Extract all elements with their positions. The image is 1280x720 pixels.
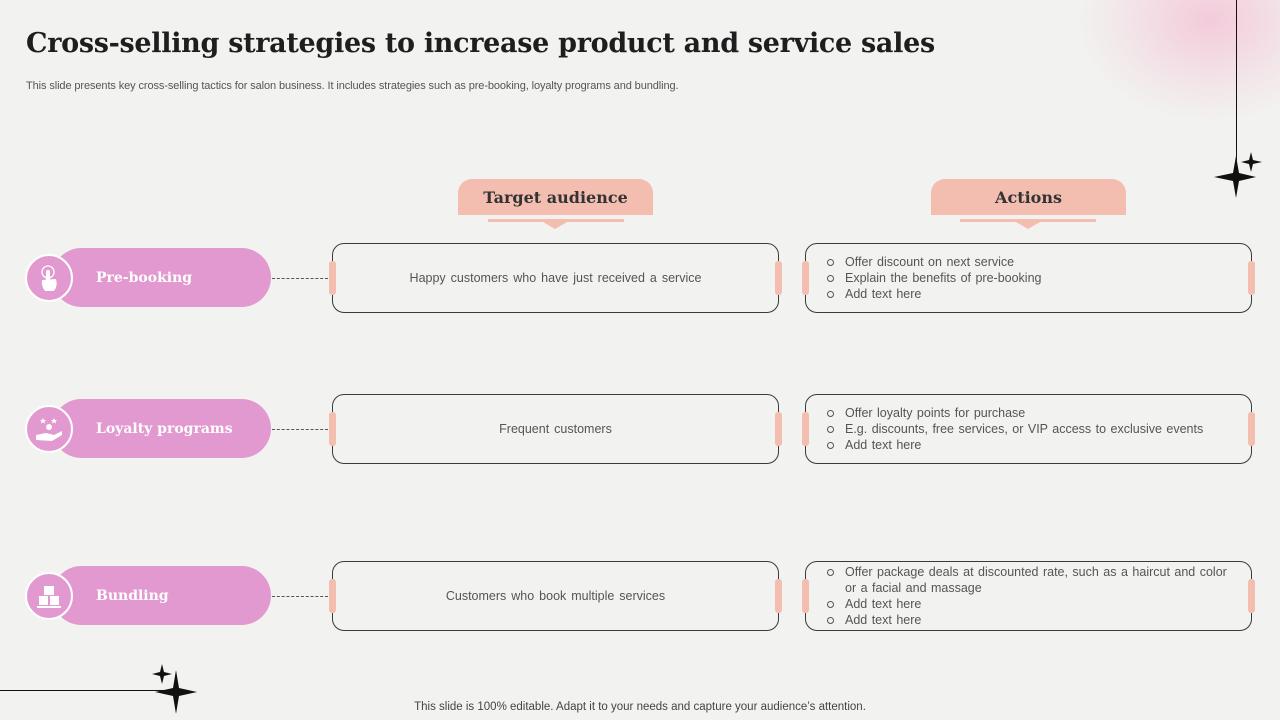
action-item: Add text here (826, 596, 1231, 612)
sparkle-icon (152, 664, 197, 714)
action-item: Add text here (826, 437, 1231, 453)
strategy-label: Pre-booking (96, 269, 193, 286)
actions-list: Offer loyalty points for purchase E.g. d… (826, 405, 1231, 453)
action-item: Add text here (826, 612, 1231, 628)
actions-box: Offer loyalty points for purchase E.g. d… (802, 394, 1255, 464)
strategy-pill-loyalty-programs: Loyalty programs (52, 399, 271, 458)
actions-list: Offer package deals at discounted rate, … (826, 564, 1231, 628)
footer-note: This slide is 100% editable. Adapt it to… (414, 701, 866, 713)
audience-box: Happy customers who have just received a… (329, 243, 782, 313)
audience-box: Customers who book multiple services (329, 561, 782, 631)
decor-vertical-line (1236, 0, 1237, 178)
column-header-audience: Target audience (458, 179, 653, 215)
audience-text: Customers who book multiple services (445, 589, 666, 603)
column-header-actions: Actions (931, 179, 1126, 215)
column-pointer (543, 222, 567, 229)
sparkle-icon (1214, 152, 1262, 198)
column-underline (488, 219, 624, 222)
action-item: Offer discount on next service (826, 254, 1231, 270)
action-item: Add text here (826, 286, 1231, 302)
page-subtitle: This slide presents key cross-selling ta… (26, 80, 679, 92)
audience-text: Frequent customers (499, 422, 612, 436)
strategy-pill-pre-booking: Pre-booking (52, 248, 271, 307)
connector-line (272, 278, 328, 279)
package-icon (25, 572, 73, 620)
column-pointer (1016, 222, 1040, 229)
action-item: E.g. discounts, free services, or VIP ac… (826, 421, 1231, 437)
page-title: Cross-selling strategies to increase pro… (26, 28, 935, 59)
audience-box: Frequent customers (329, 394, 782, 464)
hand-pointer-icon (25, 254, 73, 302)
decor-horizontal-line (0, 690, 170, 691)
action-item: Explain the benefits of pre-booking (826, 270, 1231, 286)
strategy-label: Bundling (96, 587, 169, 604)
actions-box: Offer package deals at discounted rate, … (802, 561, 1255, 631)
action-item: Offer package deals at discounted rate, … (826, 564, 1231, 596)
actions-list: Offer discount on next service Explain t… (826, 254, 1231, 302)
audience-text: Happy customers who have just received a… (409, 271, 702, 285)
hand-star-icon (25, 405, 73, 453)
strategy-pill-bundling: Bundling (52, 566, 271, 625)
action-item: Offer loyalty points for purchase (826, 405, 1231, 421)
actions-box: Offer discount on next service Explain t… (802, 243, 1255, 313)
column-underline (960, 219, 1096, 222)
connector-line (272, 429, 328, 430)
strategy-label: Loyalty programs (96, 420, 233, 437)
corner-glow (1080, 0, 1280, 120)
connector-line (272, 596, 328, 597)
